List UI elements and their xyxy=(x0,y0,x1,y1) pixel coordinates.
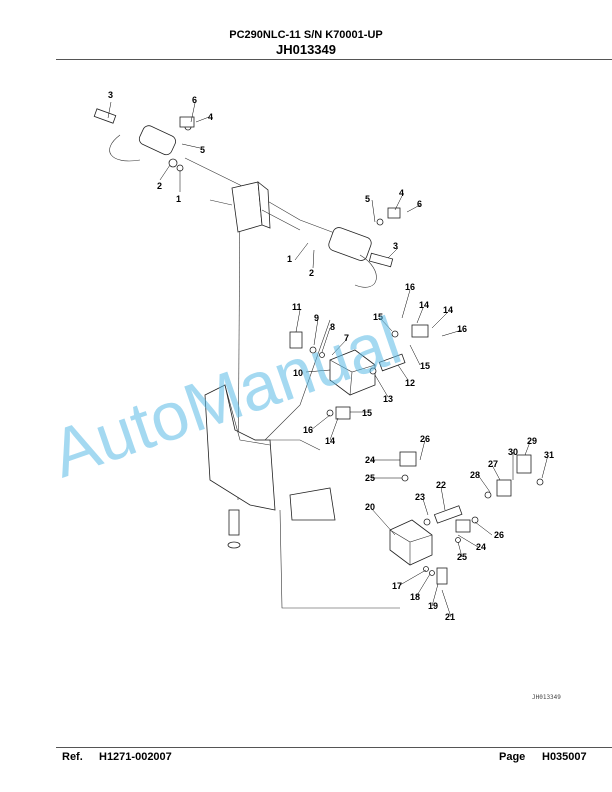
callout: 15 xyxy=(362,408,372,418)
right-cylinder-assembly xyxy=(328,207,401,288)
callout: 4 xyxy=(208,112,213,122)
callout: 6 xyxy=(417,199,422,209)
header-rule xyxy=(56,59,612,60)
callout: 7 xyxy=(344,333,349,343)
callout: 9 xyxy=(314,313,319,323)
callout: 16 xyxy=(457,324,467,334)
callout: 1 xyxy=(176,194,181,204)
callout: 17 xyxy=(392,581,402,591)
callout: 11 xyxy=(292,302,302,312)
callout: 5 xyxy=(365,194,370,204)
valve-block-lower xyxy=(389,451,544,585)
callout: 26 xyxy=(420,434,430,444)
callout: 29 xyxy=(527,436,537,446)
footer-rule xyxy=(56,747,612,748)
callout: 12 xyxy=(405,378,415,388)
callout: 2 xyxy=(157,181,162,191)
callout: 26 xyxy=(494,530,504,540)
callout: 5 xyxy=(200,145,205,155)
valve-block-upper xyxy=(289,324,429,420)
callout: 14 xyxy=(443,305,453,315)
callout: 6 xyxy=(192,95,197,105)
callout: 21 xyxy=(445,612,455,622)
callout: 2 xyxy=(309,268,314,278)
exploded-parts-diagram: 3 6 4 5 2 1 5 4 6 1 2 3 16 14 14 15 11 9… xyxy=(42,90,561,701)
ref-label: Ref. xyxy=(62,751,83,763)
callout: 19 xyxy=(428,601,438,611)
callout: 23 xyxy=(415,492,425,502)
central-bracket xyxy=(209,181,301,233)
callout-labels: 3 6 4 5 2 1 5 4 6 1 2 3 16 14 14 15 11 9… xyxy=(108,90,554,622)
callout: 25 xyxy=(457,552,467,562)
callout: 22 xyxy=(436,480,446,490)
callout: 24 xyxy=(476,542,486,552)
callout: 8 xyxy=(330,322,335,332)
callout: 16 xyxy=(303,425,313,435)
callout: 15 xyxy=(420,361,430,371)
ref-value: H1271-002007 xyxy=(99,751,172,763)
callout: 14 xyxy=(419,300,429,310)
callout: 27 xyxy=(488,459,498,469)
drawing-number: JH013349 xyxy=(276,42,336,57)
page-value: H035007 xyxy=(542,751,587,763)
model-title: PC290NLC-11 S/N K70001-UP xyxy=(229,29,383,41)
callout: 28 xyxy=(470,470,480,480)
callout: 1 xyxy=(287,254,292,264)
figure-code: JH013349 xyxy=(532,694,561,701)
callout: 18 xyxy=(410,592,420,602)
callout: 16 xyxy=(405,282,415,292)
callout: 30 xyxy=(508,447,518,457)
callout: 20 xyxy=(365,502,375,512)
callout: 4 xyxy=(399,188,404,198)
callout: 14 xyxy=(325,436,335,446)
callout: 13 xyxy=(383,394,393,404)
callout: 31 xyxy=(544,450,554,460)
page-label: Page xyxy=(499,751,526,763)
leader-lines xyxy=(107,101,549,618)
callout: 15 xyxy=(373,312,383,322)
callout: 24 xyxy=(365,455,375,465)
callout: 25 xyxy=(365,473,375,483)
upper-cylinder-assembly xyxy=(93,108,195,172)
callout: 10 xyxy=(293,368,303,378)
callout: 3 xyxy=(393,241,398,251)
main-frame-bracket xyxy=(204,384,336,549)
callout: 3 xyxy=(108,90,113,100)
